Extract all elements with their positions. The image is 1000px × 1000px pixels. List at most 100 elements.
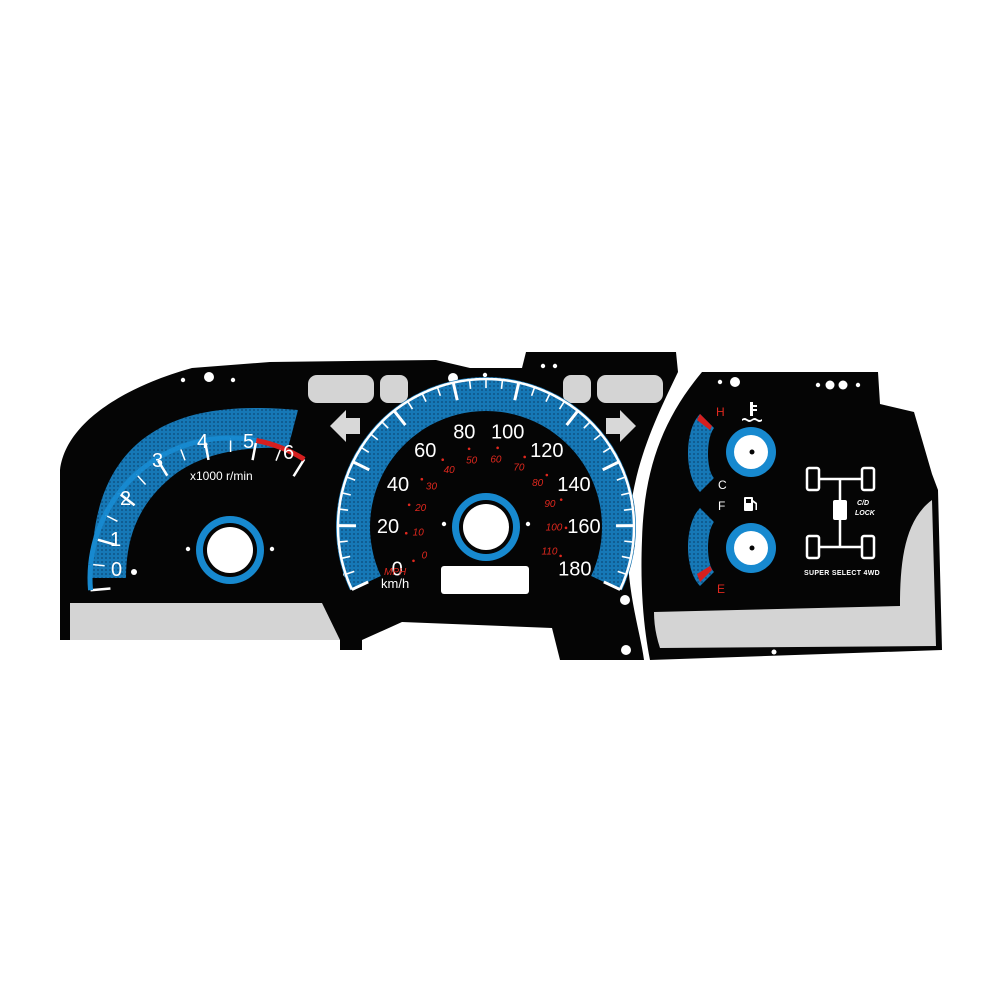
- tach-tick: [292, 458, 306, 477]
- speed-tick: [451, 382, 459, 401]
- speed-tick: [603, 580, 621, 591]
- speed-number: 80: [453, 421, 475, 443]
- tach-tick: [117, 492, 136, 507]
- mph-dot: [564, 526, 568, 530]
- speed-tick: [558, 400, 565, 410]
- speed-tick: [621, 492, 631, 496]
- tach-num-5: 5: [243, 431, 254, 453]
- tach-tick: [155, 457, 169, 477]
- tach-tick: [251, 440, 258, 461]
- speed-tick: [624, 540, 634, 543]
- temp-low-label: C: [718, 478, 727, 492]
- speed-tick: [352, 460, 370, 472]
- warning-lamp-window: [597, 375, 663, 403]
- cd-lock-label-2: LOCK: [855, 510, 876, 517]
- temp-hot-zone: [697, 414, 712, 430]
- speed-tick: [616, 476, 626, 481]
- speed-tick: [617, 570, 627, 575]
- gauges-lower-panel: [654, 500, 936, 648]
- left-turn-arrow-icon: [330, 410, 360, 442]
- mph-dot: [559, 554, 562, 558]
- speed-number: 160: [567, 516, 600, 538]
- speed-tick: [623, 508, 634, 511]
- warning-lamp-window: [308, 375, 374, 403]
- tach-tick: [95, 537, 116, 546]
- tach-segment: [179, 437, 206, 450]
- speed-number: 120: [530, 440, 563, 462]
- fuel-full-label: F: [718, 499, 725, 513]
- tach-segment: [204, 435, 231, 443]
- tach-num-1: 1: [110, 529, 121, 551]
- speed-tick: [565, 409, 579, 426]
- mph-dot: [441, 458, 445, 462]
- super-select-4wd-label: SUPER SELECT 4WD: [804, 570, 880, 577]
- tach-unit-label: x1000 r/min: [190, 469, 253, 483]
- tach-num-4: 4: [197, 431, 208, 453]
- speed-tick: [370, 433, 379, 441]
- mph-number: 10: [413, 527, 425, 538]
- speed-tick: [602, 460, 620, 472]
- mph-number: 80: [532, 478, 544, 489]
- tach-ticks: [87, 435, 306, 592]
- tach-pivot-hole: [207, 527, 253, 573]
- mph-number: 70: [513, 462, 525, 473]
- mph-number: 60: [490, 455, 502, 466]
- speed-tick: [381, 421, 389, 429]
- speed-tick: [345, 570, 355, 575]
- mph-number: 100: [546, 523, 563, 534]
- fuel-dial-band: [688, 508, 714, 586]
- fuel-pivot-dot: [749, 545, 755, 551]
- tach-tick: [203, 440, 210, 461]
- speed-tick: [351, 580, 369, 591]
- speed-tick: [621, 555, 631, 560]
- mph-dot: [545, 473, 549, 477]
- speed-tick: [360, 446, 370, 453]
- speed-tick: [346, 476, 356, 481]
- mph-number: 0: [422, 551, 428, 562]
- speed-tick: [545, 393, 551, 402]
- tach-segment: [93, 513, 108, 540]
- tach-lower-panel: [70, 603, 340, 640]
- speed-tick: [602, 446, 612, 453]
- speed-tick: [421, 393, 427, 402]
- speed-tick: [338, 508, 349, 511]
- tach-segment: [134, 456, 159, 476]
- warning-lamp-window: [380, 375, 408, 403]
- mph-dot: [407, 503, 411, 507]
- tach-num-3: 3: [152, 450, 163, 472]
- tach-segment: [255, 438, 283, 451]
- temp-pivot-dot: [749, 449, 755, 455]
- speed-tick: [468, 379, 472, 389]
- speed-tick: [436, 386, 442, 396]
- speed-tick: [593, 433, 602, 441]
- temp-dial-band: [688, 414, 714, 492]
- tach-segment: [155, 444, 181, 461]
- kmh-unit-label: km/h: [381, 576, 409, 591]
- speed-dial-band: [336, 377, 636, 591]
- speed-ticks: [336, 377, 636, 591]
- speed-tick: [500, 379, 504, 389]
- mph-dot: [559, 498, 563, 501]
- coolant-temperature-icon: [742, 402, 762, 422]
- speed-number: 180: [558, 558, 591, 580]
- tach-segment: [88, 538, 98, 565]
- mph-dot: [412, 559, 415, 563]
- mph-number: 30: [426, 481, 438, 492]
- tach-segment: [280, 445, 306, 462]
- tachometer: 0 1 2 3 4 5 6 x1000 r/min: [87, 408, 306, 592]
- fuel-empty-zone: [697, 566, 712, 582]
- tach-segment: [230, 435, 257, 443]
- speed-tick: [341, 492, 351, 496]
- speed-number: 100: [491, 421, 524, 443]
- odometer-window: [441, 566, 529, 594]
- fuel-pump-icon: [744, 497, 757, 511]
- speed-number: 60: [414, 440, 436, 462]
- mph-number: 20: [414, 503, 427, 514]
- mph-unit-label: MPH: [384, 567, 407, 578]
- mph-dot: [467, 447, 471, 451]
- tach-segment: [116, 472, 138, 495]
